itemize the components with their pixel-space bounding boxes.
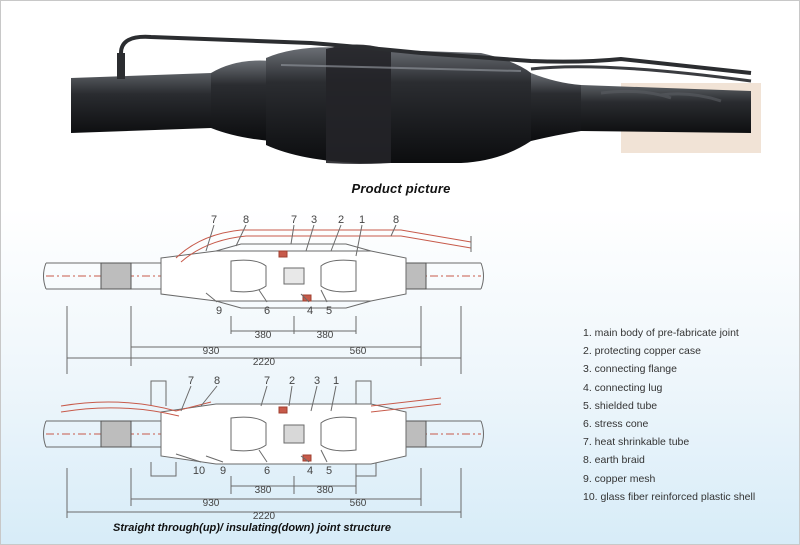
legend-item: 1. main body of pre-fabricate joint xyxy=(583,327,739,339)
dim-label: 930 xyxy=(203,498,220,509)
top-callout: 7 xyxy=(291,214,297,226)
bottom-callout: 7 xyxy=(264,375,270,387)
top-callout: 8 xyxy=(393,214,399,226)
top-callout: 3 xyxy=(311,214,317,226)
legend-item: 2. protecting copper case xyxy=(583,345,701,358)
legend-item: 8. earth braid xyxy=(583,454,645,467)
dim-label: 2220 xyxy=(253,357,276,368)
structure-caption: Straight through(up)/ insulating(down) j… xyxy=(113,522,392,534)
top-callout-bottom: 9 xyxy=(216,305,222,317)
bottom-callout: 7 xyxy=(188,375,194,387)
center-band xyxy=(326,44,391,164)
top-callout: 8 xyxy=(243,214,249,226)
product-caption: Product picture xyxy=(351,181,451,196)
earth-braid-wire xyxy=(119,34,752,75)
top-callout: 2 xyxy=(338,214,344,226)
bottom-callout: 2 xyxy=(289,375,295,387)
component-legend: 1. main body of pre-fabricate joint 2. p… xyxy=(583,324,793,506)
bottom-callout-lower: 10 xyxy=(193,465,205,477)
legend-item: 5. shielded tube xyxy=(583,399,658,412)
dim-label: 380 xyxy=(317,485,334,496)
bottom-callout: 3 xyxy=(314,375,320,387)
dim-label: 2220 xyxy=(253,511,276,522)
legend-item: 3. connecting flange xyxy=(583,363,677,376)
top-callout-bottom: 4 xyxy=(307,305,313,317)
top-callout-bottom: 5 xyxy=(326,305,332,317)
bottom-callout: 1 xyxy=(333,375,339,387)
right-cone xyxy=(531,73,581,141)
dim-label: 380 xyxy=(255,330,272,341)
insulating-joint-drawing xyxy=(43,380,484,518)
bottom-callout-lower: 9 xyxy=(220,465,226,477)
dim-label: 380 xyxy=(317,330,334,341)
legend-item: 9. copper mesh xyxy=(583,472,656,485)
top-callout: 1 xyxy=(359,214,365,226)
dim-label: 560 xyxy=(350,498,367,509)
legend-item: 10. glass fiber reinforced plastic shell xyxy=(583,490,756,503)
top-callout-bottom: 6 xyxy=(264,305,270,317)
bottom-callout: 8 xyxy=(214,375,220,387)
bottom-callout-lower: 5 xyxy=(326,465,332,477)
legend-item: 6. stress cone xyxy=(583,418,649,431)
legend-item: 7. heat shrinkable tube xyxy=(583,436,690,449)
dim-label: 560 xyxy=(350,346,367,357)
dim-label: 380 xyxy=(255,485,272,496)
joint-structure-diagram: 7 8 7 3 2 1 8 9 6 4 5 380 380 930 560 22… xyxy=(43,214,484,522)
legend-item: 4. connecting lug xyxy=(583,381,663,394)
bottom-callout-lower: 6 xyxy=(264,465,270,477)
left-cone xyxy=(211,60,271,141)
left-cable xyxy=(71,73,211,133)
top-callout: 7 xyxy=(211,214,217,226)
straight-through-joint-drawing xyxy=(43,224,484,374)
bottom-callout-lower: 4 xyxy=(307,465,313,477)
dim-label: 930 xyxy=(203,346,220,357)
product-photo xyxy=(61,13,761,173)
